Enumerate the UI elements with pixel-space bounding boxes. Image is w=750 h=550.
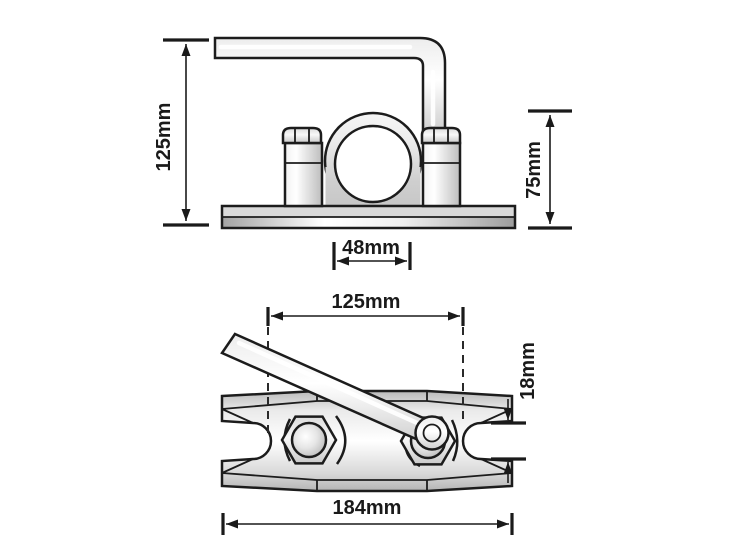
clamp-handle-plan: [220, 332, 450, 451]
bolt-tower-right: [421, 141, 462, 208]
dimension-bore-width: 48mm: [332, 237, 412, 270]
dimension-clamp-height: 75mm: [523, 109, 572, 230]
bolt-tower-left: [283, 141, 324, 208]
handle-eye-bore: [422, 423, 442, 443]
clamp-bore: [333, 124, 413, 204]
plan-view: 125mm 18mm 184mm: [220, 291, 539, 535]
dim-label-overall-height: 125mm: [153, 103, 175, 172]
dim-label-overall-length: 184mm: [333, 497, 402, 519]
clamp-handle-front: [213, 36, 447, 133]
hex-nut-left-plan: [280, 415, 338, 465]
dimension-slot-width: 18mm: [491, 342, 539, 483]
dimension-overall-length: 184mm: [221, 497, 514, 535]
dim-label-slot-width: 18mm: [517, 342, 539, 400]
hex-nut-right-front: [420, 126, 462, 145]
dim-label-slot-centres: 125mm: [332, 291, 401, 313]
bolt-end-left: [290, 421, 328, 459]
dimension-slot-centres: 125mm: [266, 291, 465, 326]
handle-eye: [414, 415, 450, 451]
dim-label-bore-width: 48mm: [342, 237, 400, 259]
hex-nut-left-front: [281, 126, 323, 145]
dimension-overall-height: 125mm: [153, 38, 209, 227]
front-view: 125mm 75mm 48mm: [153, 36, 572, 270]
base-plate-front: [220, 204, 517, 230]
dim-label-clamp-height: 75mm: [523, 141, 545, 199]
